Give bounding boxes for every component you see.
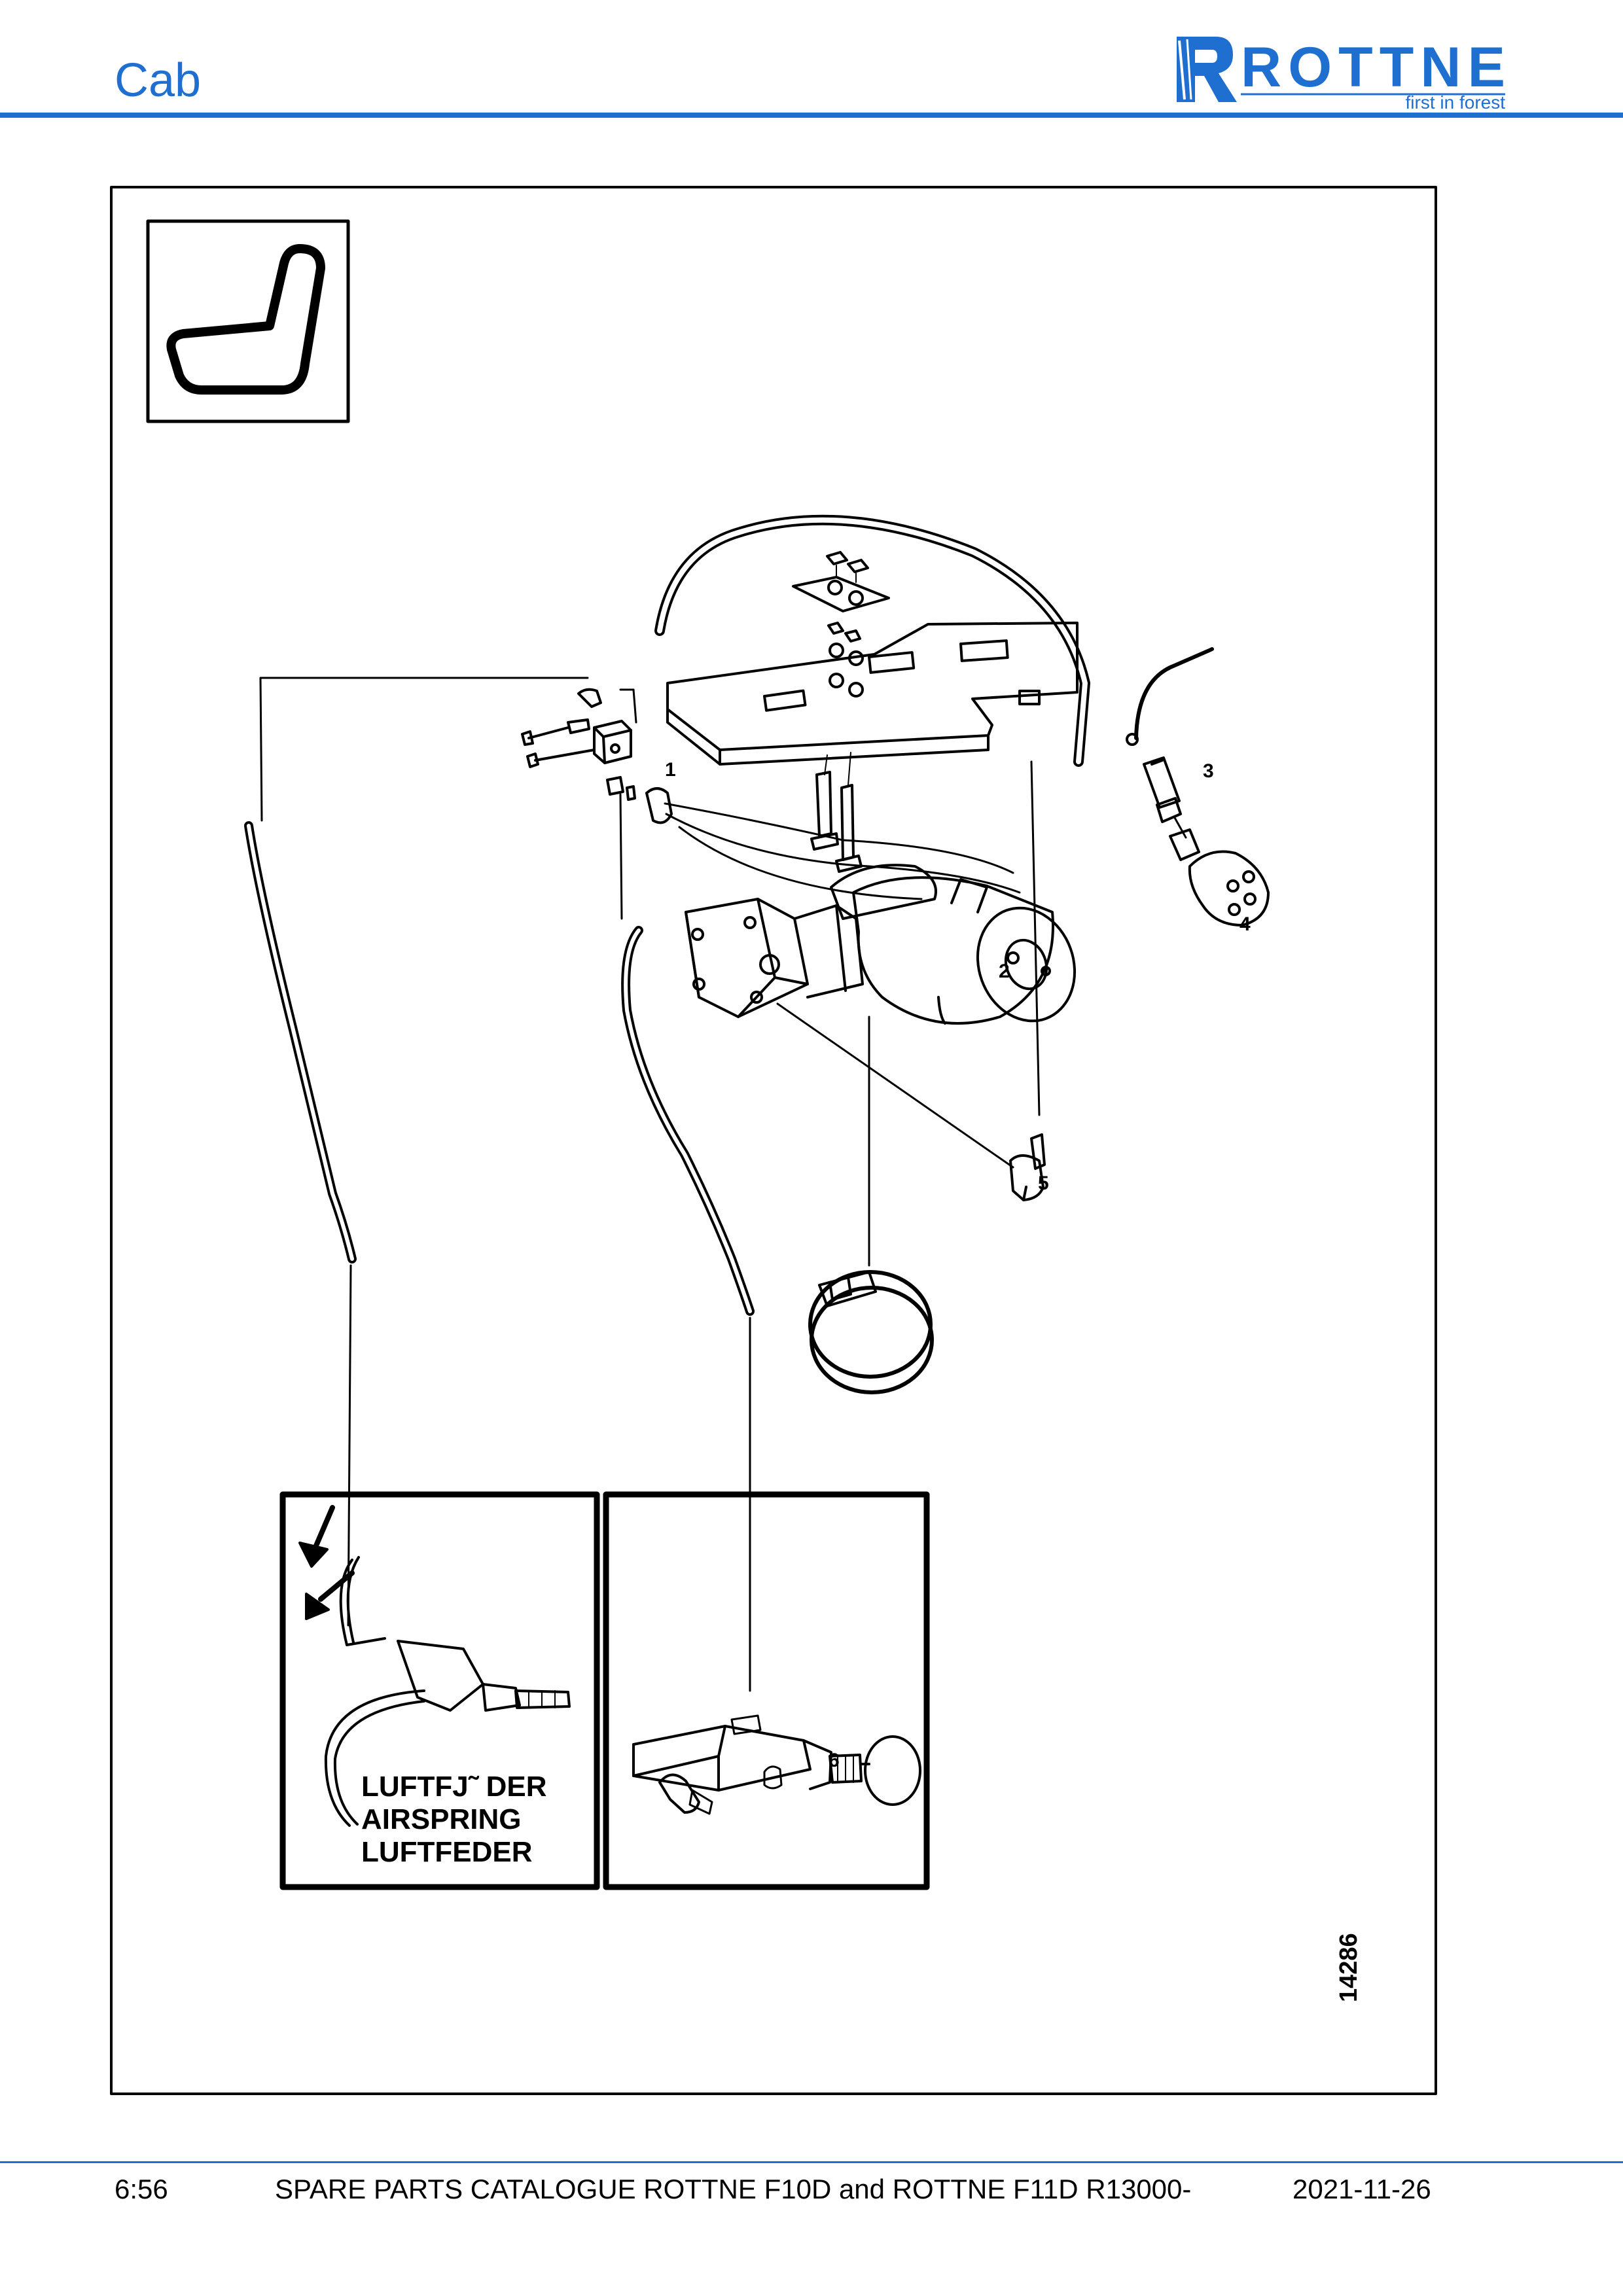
header-rule — [0, 113, 1623, 118]
rottne-logo: ROTTNE first in forest — [1177, 36, 1506, 110]
logo-wordmark: ROTTNE — [1241, 36, 1505, 99]
air-hose-left — [244, 821, 357, 1263]
hose-clamp — [808, 1270, 934, 1394]
callout-6: 6 — [829, 1750, 840, 1771]
catalogue-title: SPARE PARTS CATALOGUE ROTTNE F10D and RO… — [275, 2174, 1192, 2204]
section-title: Cab — [115, 54, 202, 107]
inset-valve — [603, 1491, 930, 1890]
callout-5: 5 — [1038, 1173, 1049, 1194]
inset-airspring — [279, 1491, 600, 1890]
diagram-frame — [110, 186, 1437, 2095]
logo-tagline: first in forest — [1406, 92, 1506, 110]
mounting-bracket — [666, 551, 1079, 873]
footer-rule — [0, 2161, 1623, 2163]
page-number: 6:56 — [115, 2174, 168, 2204]
valve-block — [521, 688, 673, 824]
callout-1: 1 — [665, 759, 676, 781]
connector-plug — [1169, 828, 1270, 927]
compressor-motor — [685, 864, 1077, 1025]
airspring-label-line-3: LUFTFEDER — [361, 1836, 533, 1868]
airspring-label-line-2: AIRSPRING — [361, 1803, 522, 1835]
callout-4: 4 — [1240, 913, 1251, 935]
air-tube-upper — [654, 514, 1090, 767]
callout-3: 3 — [1203, 760, 1214, 782]
parts-diagram — [110, 186, 1437, 2095]
publication-date: 2021-11-26 — [1293, 2174, 1431, 2204]
seat-icon — [146, 219, 350, 423]
rottne-logo-mark-icon — [1177, 37, 1237, 102]
sensor-cable — [1134, 647, 1214, 740]
airspring-label-line-1: LUFTFJ˜ DER — [361, 1771, 547, 1803]
airspring-label: LUFTFJ˜ DER AIRSPRING LUFTFEDER — [361, 1771, 547, 1869]
drawing-number: 14286 — [1335, 1933, 1363, 2002]
elbow-fitting — [1009, 1133, 1046, 1201]
sensor-connector — [1126, 733, 1182, 823]
callout-2: 2 — [999, 961, 1010, 982]
